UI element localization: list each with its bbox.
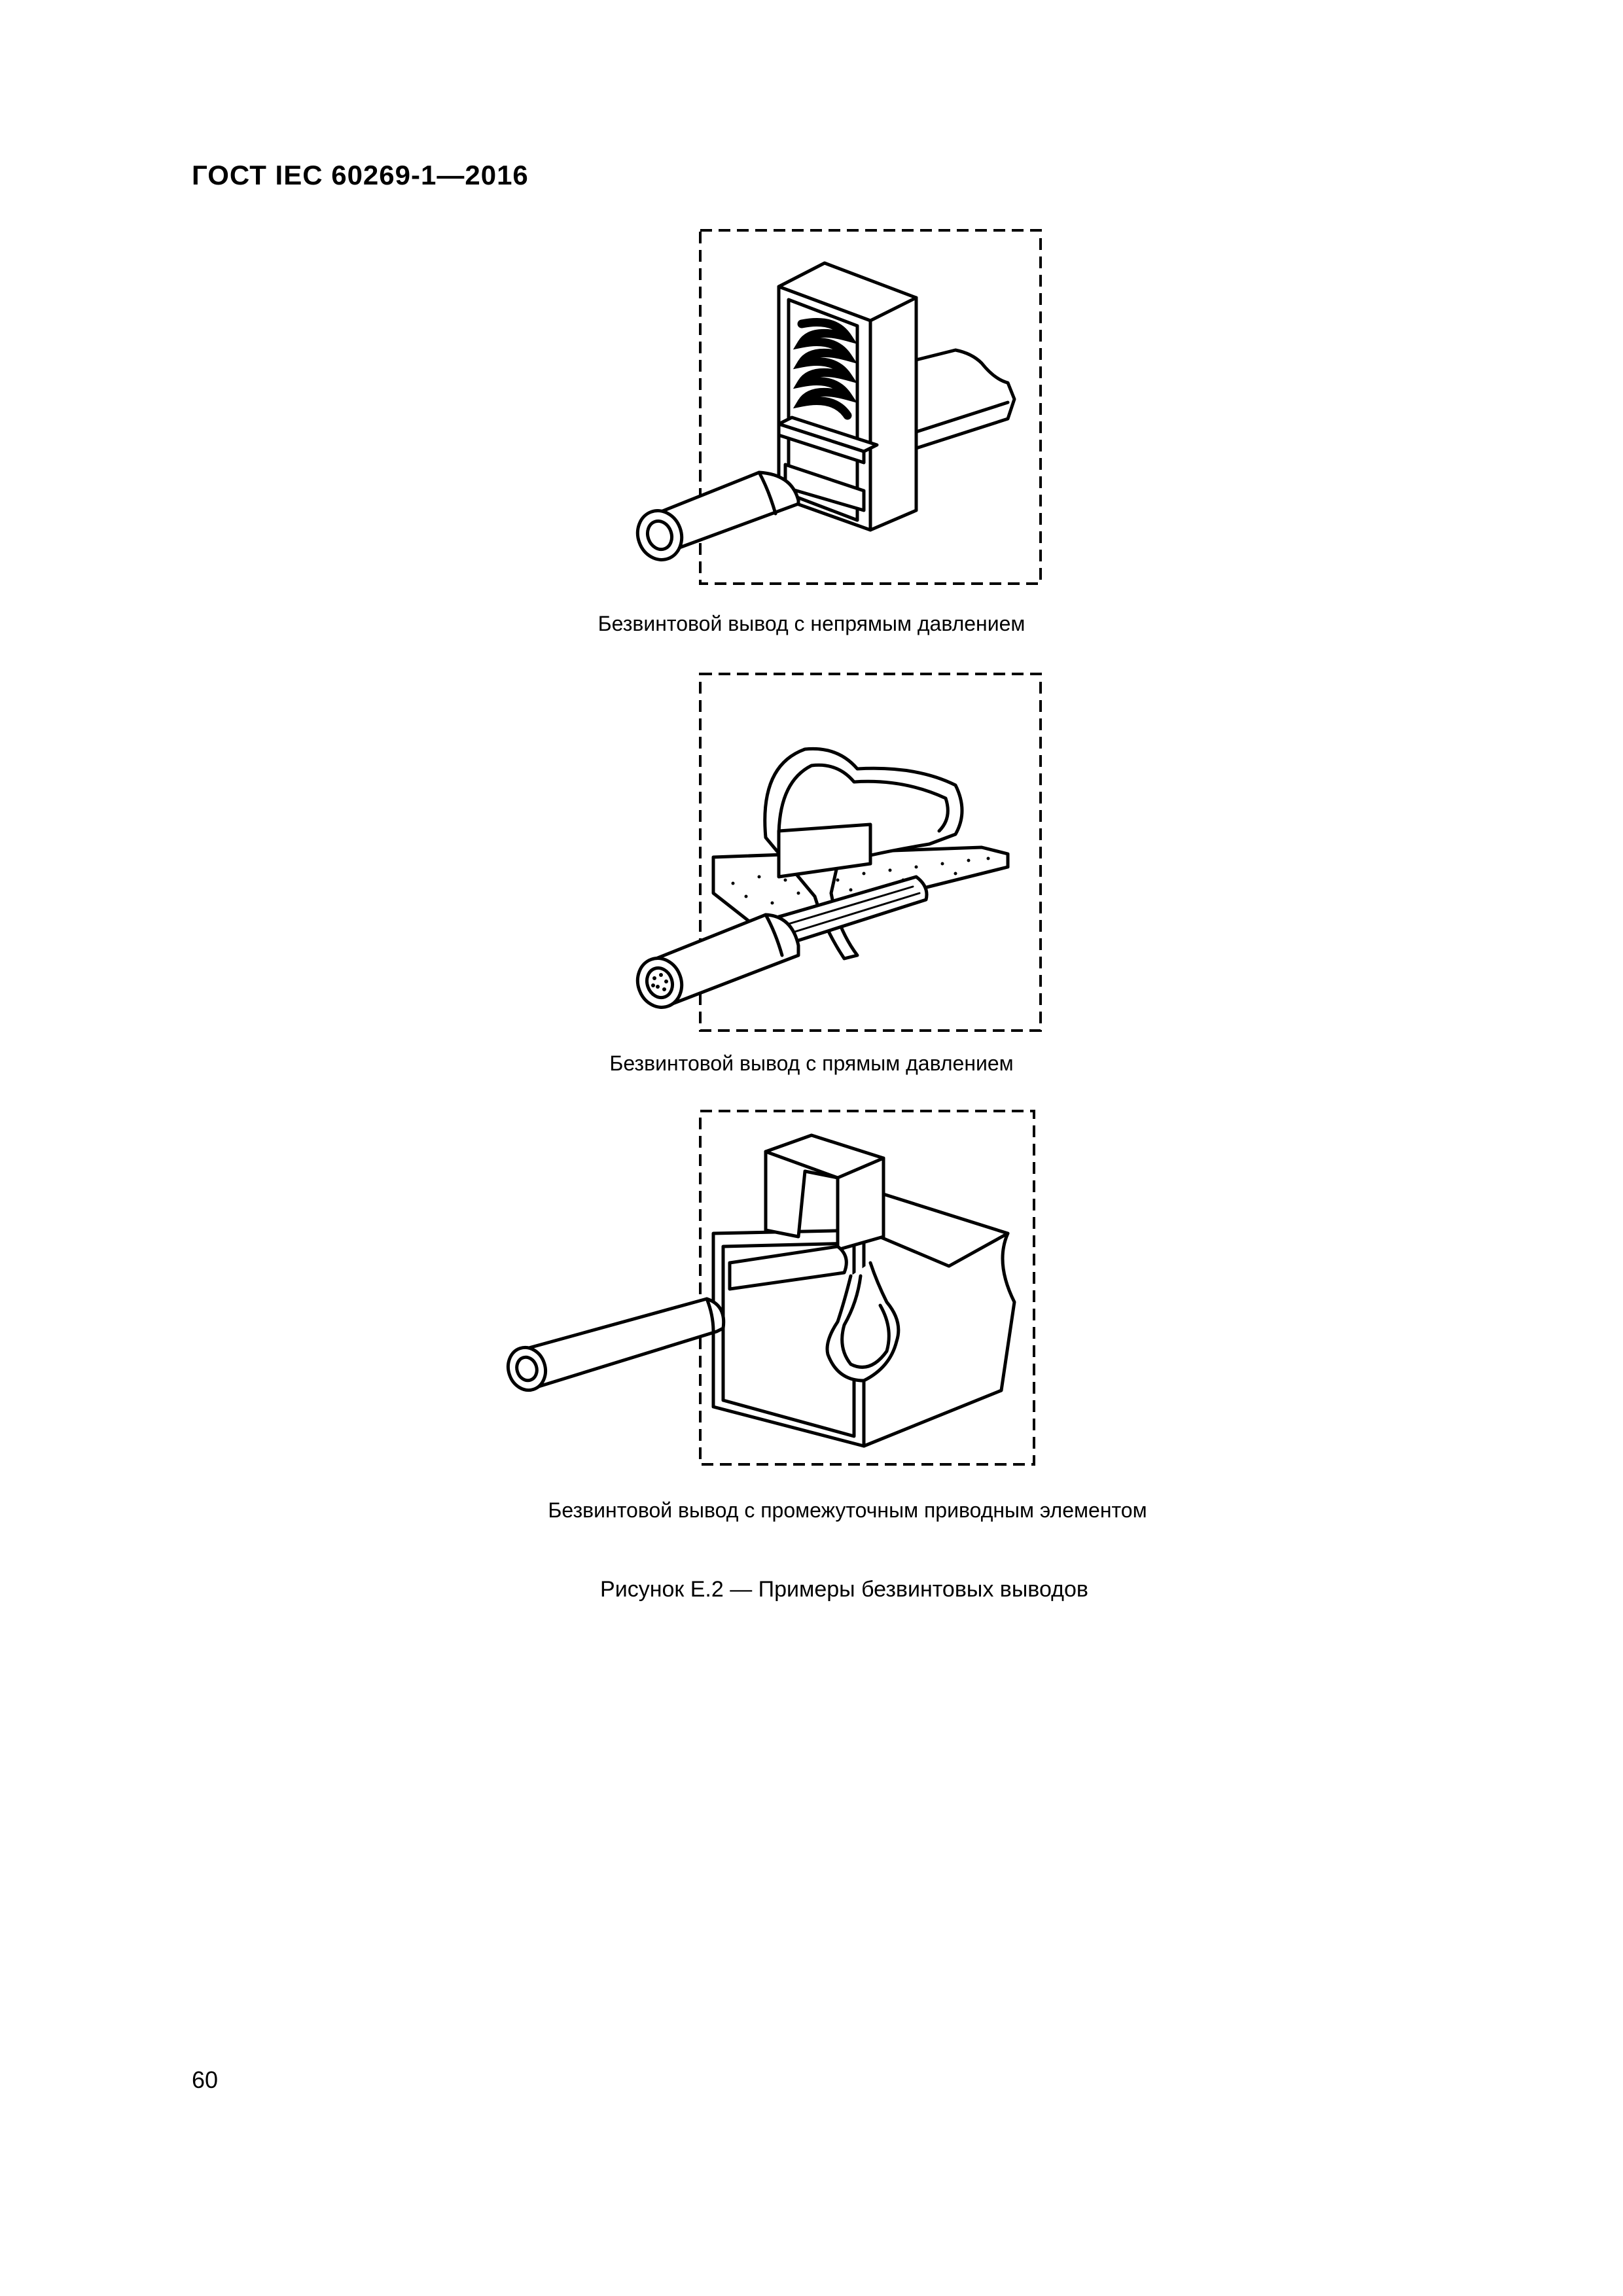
intermediate-actuating-element-terminal-illustration (506, 1110, 1035, 1466)
figure-indirect-pressure (589, 222, 1047, 602)
document-header: ГОСТ IEC 60269-1—2016 (192, 160, 529, 190)
figure-caption-intermediate: Безвинтовой вывод с промежуточным привод… (548, 1498, 1147, 1522)
figure-direct-pressure (563, 667, 1060, 1034)
figure-intermediate-element (497, 1106, 1060, 1479)
figure-caption-direct: Безвинтовой вывод с прямым давлением (609, 1051, 1014, 1075)
figure-caption-indirect: Безвинтовой вывод с непрямым давлением (597, 612, 1026, 635)
direct-pressure-terminal-illustration (635, 673, 1042, 1032)
indirect-pressure-terminal-illustration (635, 229, 1042, 585)
figure-title: Рисунок Е.2 — Примеры безвинтовых выводо… (600, 1577, 1088, 1602)
page-number: 60 (192, 2066, 219, 2093)
